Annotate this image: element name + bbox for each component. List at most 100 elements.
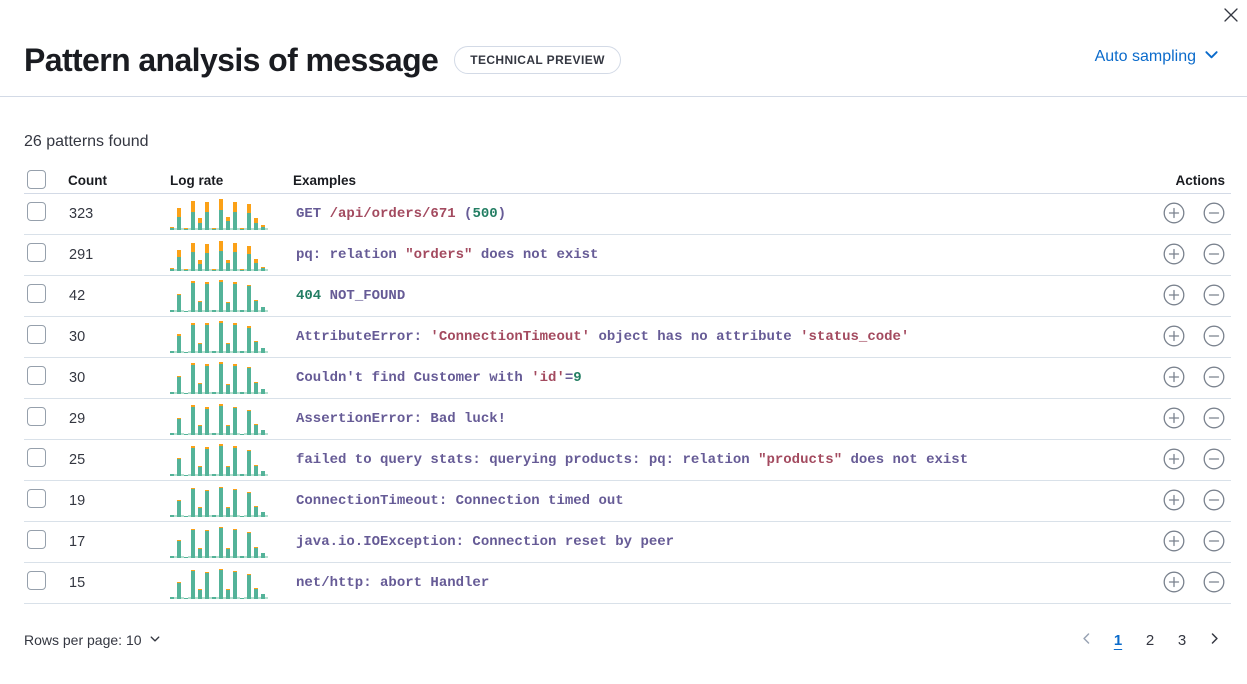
previous-page-button[interactable] — [1075, 629, 1097, 651]
column-header-count[interactable]: Count — [68, 173, 107, 188]
table-row: 323 GET /api/orders/671 (500) — [24, 194, 1231, 235]
filter-out-pattern-button[interactable] — [1203, 407, 1225, 432]
table-header-row: Count Log rate Examples Actions — [24, 168, 1231, 194]
table-row: 42 404 NOT_FOUND — [24, 276, 1231, 317]
pattern-count: 15 — [69, 575, 86, 591]
filter-for-pattern-button[interactable] — [1163, 571, 1185, 596]
select-all-checkbox[interactable] — [27, 169, 46, 189]
filter-for-pattern-button[interactable] — [1163, 530, 1185, 555]
filter-for-pattern-button[interactable] — [1163, 489, 1185, 514]
chevron-down-icon — [1204, 47, 1219, 67]
plus-circle-icon — [1163, 202, 1185, 227]
filter-for-pattern-button[interactable] — [1163, 202, 1185, 227]
pattern-example-text: ConnectionTimeout: Connection timed out — [296, 493, 624, 509]
row-checkbox[interactable] — [27, 243, 46, 262]
minus-circle-icon — [1203, 530, 1225, 555]
log-rate-sparkline — [170, 361, 270, 394]
row-checkbox[interactable] — [27, 202, 46, 221]
row-checkbox[interactable] — [27, 571, 46, 590]
filter-for-pattern-button[interactable] — [1163, 448, 1185, 471]
filter-out-pattern-button[interactable] — [1203, 571, 1225, 596]
pattern-count: 30 — [69, 329, 86, 345]
column-header-log-rate: Log rate — [170, 173, 224, 188]
filter-for-pattern-button[interactable] — [1163, 407, 1185, 430]
filter-out-pattern-button[interactable] — [1203, 489, 1225, 514]
table-row: 19 ConnectionTimeout: Connection timed o… — [24, 481, 1231, 522]
pattern-count: 19 — [69, 493, 86, 509]
sampling-dropdown[interactable]: Auto sampling — [1095, 47, 1219, 67]
filter-out-pattern-button[interactable] — [1203, 448, 1225, 473]
table-body: 323 GET /api/orders/671 (500) 291 pq: re… — [24, 194, 1231, 604]
page-title: Pattern analysis of message — [24, 41, 439, 78]
rows-per-page-dropdown[interactable]: Rows per page: 10 — [24, 632, 161, 648]
minus-circle-icon — [1203, 243, 1225, 268]
filter-out-pattern-button[interactable] — [1203, 530, 1225, 555]
log-rate-sparkline — [170, 566, 270, 599]
row-checkbox[interactable] — [27, 407, 46, 426]
minus-circle-icon — [1203, 571, 1225, 596]
column-header-actions: Actions — [1175, 173, 1225, 188]
chevron-down-icon — [149, 632, 161, 648]
plus-circle-icon — [1163, 571, 1185, 596]
page-2-button[interactable]: 2 — [1139, 626, 1161, 654]
row-checkbox[interactable] — [27, 284, 46, 303]
minus-circle-icon — [1203, 366, 1225, 391]
flyout-body: 26 patterns found Count Log rate Example… — [0, 133, 1247, 654]
filter-out-pattern-button[interactable] — [1203, 366, 1225, 391]
page-1-button[interactable]: 1 — [1107, 626, 1129, 654]
minus-circle-icon — [1203, 489, 1225, 514]
plus-circle-icon — [1163, 530, 1185, 555]
flyout-header: Pattern analysis of message TECHNICAL PR… — [0, 0, 1247, 97]
log-rate-sparkline — [170, 197, 270, 230]
page-3-button[interactable]: 3 — [1171, 626, 1193, 654]
pattern-example-text: Couldn't find Customer with 'id'=9 — [296, 370, 582, 386]
pattern-example-text: net/http: abort Handler — [296, 575, 490, 591]
minus-circle-icon — [1203, 407, 1225, 432]
row-checkbox[interactable] — [27, 325, 46, 344]
filter-for-pattern-button[interactable] — [1163, 243, 1185, 266]
plus-circle-icon — [1163, 325, 1185, 350]
next-page-button[interactable] — [1203, 629, 1225, 651]
sampling-label: Auto sampling — [1094, 48, 1196, 65]
plus-circle-icon — [1163, 366, 1185, 391]
minus-circle-icon — [1203, 448, 1225, 473]
pattern-count: 323 — [69, 206, 94, 222]
filter-for-pattern-button[interactable] — [1163, 325, 1185, 350]
filter-out-pattern-button[interactable] — [1203, 243, 1225, 268]
row-checkbox[interactable] — [27, 530, 46, 549]
filter-out-pattern-button[interactable] — [1203, 284, 1225, 309]
close-icon — [1223, 7, 1239, 26]
close-button[interactable] — [1219, 4, 1243, 28]
pattern-count: 291 — [69, 247, 94, 263]
pattern-count: 25 — [69, 452, 86, 468]
pattern-example-text: failed to query stats: querying products… — [296, 452, 969, 468]
minus-circle-icon — [1203, 325, 1225, 350]
minus-circle-icon — [1203, 202, 1225, 227]
pattern-count: 42 — [69, 288, 86, 304]
pattern-count: 29 — [69, 411, 86, 427]
log-rate-sparkline — [170, 443, 270, 476]
log-rate-sparkline — [170, 238, 270, 271]
pattern-example-text: AssertionError: Bad luck! — [296, 411, 507, 427]
minus-circle-icon — [1203, 284, 1225, 309]
pattern-example-text: java.io.IOException: Connection reset by… — [296, 534, 675, 550]
plus-circle-icon — [1163, 489, 1185, 514]
row-checkbox[interactable] — [27, 366, 46, 385]
technical-preview-badge: TECHNICAL PREVIEW — [454, 46, 621, 74]
rows-per-page-label: Rows per page: 10 — [24, 632, 142, 648]
patterns-table: Count Log rate Examples Actions 323 GET … — [24, 168, 1231, 604]
row-checkbox[interactable] — [27, 489, 46, 508]
row-checkbox[interactable] — [27, 448, 46, 467]
filter-for-pattern-button[interactable] — [1163, 284, 1185, 307]
column-header-examples: Examples — [293, 173, 357, 188]
filter-out-pattern-button[interactable] — [1203, 325, 1225, 350]
table-row: 29 AssertionError: Bad luck! — [24, 399, 1231, 440]
table-row: 291 pq: relation "orders" does not exist — [24, 235, 1231, 276]
log-rate-sparkline — [170, 279, 270, 312]
filter-for-pattern-button[interactable] — [1163, 366, 1185, 391]
filter-out-pattern-button[interactable] — [1203, 202, 1225, 227]
pattern-count: 17 — [69, 534, 86, 550]
